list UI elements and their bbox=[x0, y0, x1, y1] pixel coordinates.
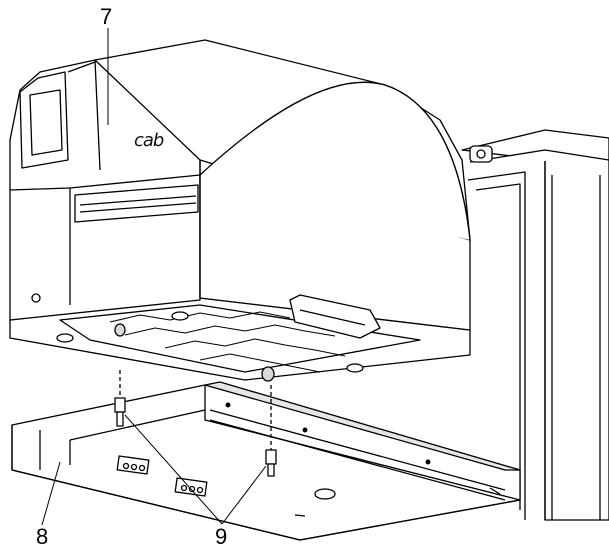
callout-8: 8 bbox=[36, 524, 49, 549]
locating-pin-right bbox=[265, 385, 277, 477]
callout-9: 9 bbox=[215, 524, 228, 549]
brand-logo: cab bbox=[134, 130, 164, 151]
label-printer bbox=[9, 39, 471, 382]
locating-pin-left bbox=[114, 370, 126, 427]
applicator-frame bbox=[461, 129, 609, 521]
callout-7: 7 bbox=[100, 4, 113, 29]
